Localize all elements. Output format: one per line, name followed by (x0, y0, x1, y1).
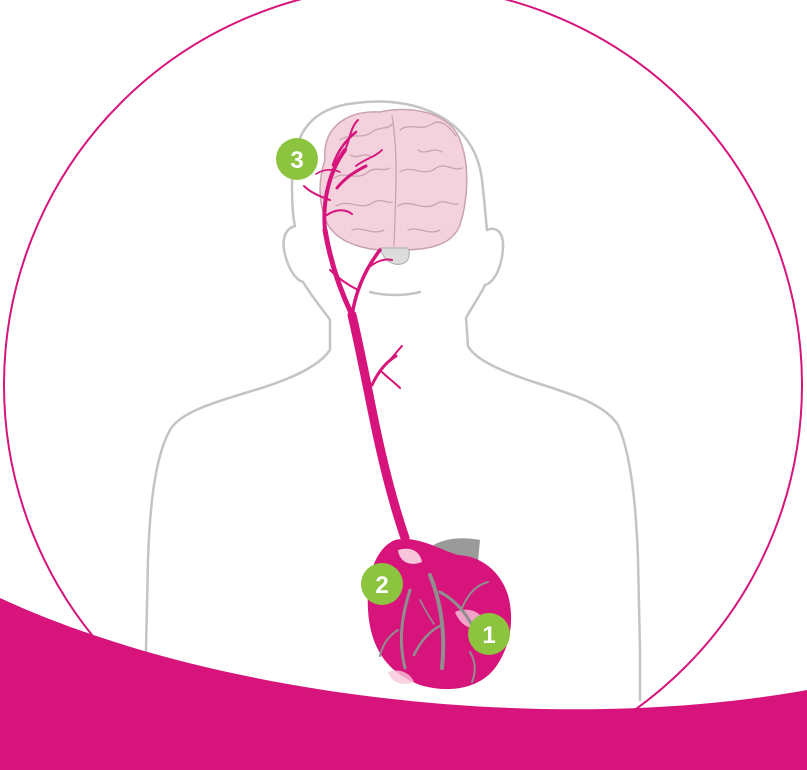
marker-label-1: 1 (482, 622, 495, 649)
heart-marker: 1 (468, 613, 510, 655)
aorta-marker: 2 (361, 563, 403, 605)
marker-label-3: 3 (290, 147, 303, 174)
marker-label-2: 2 (375, 572, 388, 599)
brain-marker: 3 (276, 138, 318, 180)
brain-icon (320, 109, 467, 264)
